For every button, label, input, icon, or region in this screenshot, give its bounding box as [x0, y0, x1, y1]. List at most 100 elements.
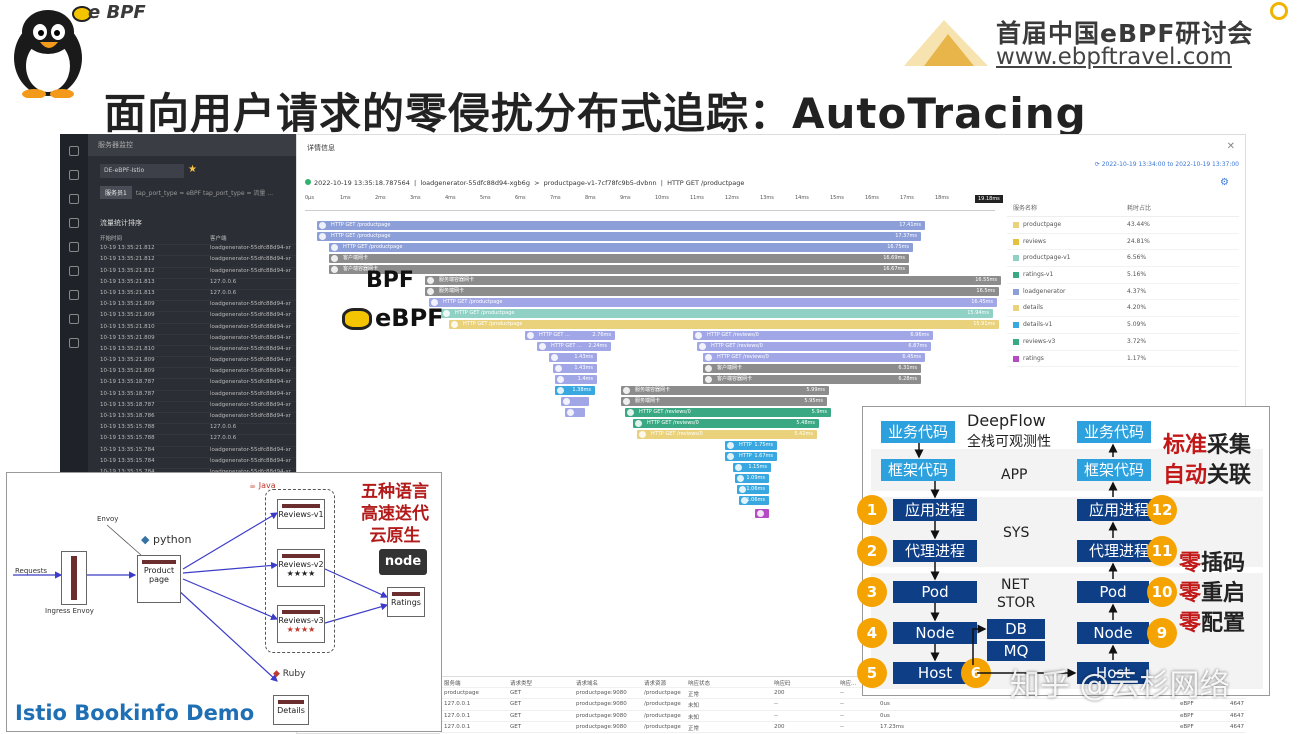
- favorite-star-icon[interactable]: ★: [188, 164, 197, 175]
- trace-span-bar[interactable]: [561, 397, 589, 406]
- trace-span-bar[interactable]: HTTP GET ...2.76ms: [525, 331, 615, 340]
- list-icon[interactable]: [69, 290, 79, 300]
- graph-icon[interactable]: [69, 194, 79, 204]
- close-icon[interactable]: ✕: [1226, 141, 1235, 152]
- monitor-icon[interactable]: [69, 170, 79, 180]
- span-type-icon: [427, 277, 434, 284]
- trace-span-bar[interactable]: 1.43ms: [549, 353, 597, 362]
- path-target[interactable]: productpage-v1-7cf78fc9b5-dvbnn: [543, 179, 657, 187]
- trace-span-bar[interactable]: 1.15ms: [733, 463, 771, 472]
- span-type-icon: [727, 442, 734, 449]
- dashboard-icon[interactable]: [69, 146, 79, 156]
- left-node: Node: [893, 622, 977, 644]
- step-9-badge: 9: [1147, 618, 1177, 648]
- right-pod: Pod: [1077, 581, 1149, 603]
- trace-span-bar[interactable]: [565, 408, 585, 417]
- step-11-badge: 11: [1147, 536, 1177, 566]
- span-type-icon: [557, 387, 564, 394]
- settings-icon[interactable]: [69, 338, 79, 348]
- left-app-proc: 应用进程: [893, 499, 977, 521]
- stor-layer-label: STOR: [997, 595, 1036, 611]
- app-layer-label: APP: [1001, 467, 1028, 483]
- trace-span-bar[interactable]: 1.38ms: [555, 386, 595, 395]
- path-source[interactable]: loadgenerator-55dfc88d94-xgb6g: [420, 179, 530, 187]
- trace-span-bar[interactable]: 1.09ms: [735, 474, 769, 483]
- conference-url[interactable]: www.ebpftravel.com: [996, 44, 1232, 70]
- cloud-icon[interactable]: [69, 314, 79, 324]
- reviews-v2-box: Reviews-v2★★★★: [277, 549, 325, 587]
- trace-span-bar[interactable]: 1.06ms: [737, 485, 769, 494]
- gear-icon[interactable]: ⚙: [1220, 177, 1229, 188]
- alert-icon[interactable]: [69, 266, 79, 276]
- trace-span-bar[interactable]: 1.4ms: [555, 375, 597, 384]
- bg-tab-active[interactable]: 服务员1: [100, 186, 132, 199]
- bg-project-select[interactable]: DE-eBPF-Istio: [100, 164, 184, 178]
- trace-span-bar[interactable]: 1.43ms: [553, 364, 597, 373]
- flow-icon[interactable]: [69, 218, 79, 228]
- trace-span-bar[interactable]: [755, 509, 769, 518]
- trace-span-bar[interactable]: 1.06ms: [739, 496, 769, 505]
- timeline-tick: 2ms: [375, 195, 386, 201]
- layers-icon[interactable]: [69, 242, 79, 252]
- trace-span-bar[interactable]: HTTP GET ...2.24ms: [537, 342, 611, 351]
- time-range[interactable]: ⟳ 2022-10-19 13:34:00 to 2022-10-19 13:3…: [1094, 161, 1239, 168]
- bg-tab-filters[interactable]: tap_port_type = eBPF tap_port_type = 流量 …: [135, 190, 274, 197]
